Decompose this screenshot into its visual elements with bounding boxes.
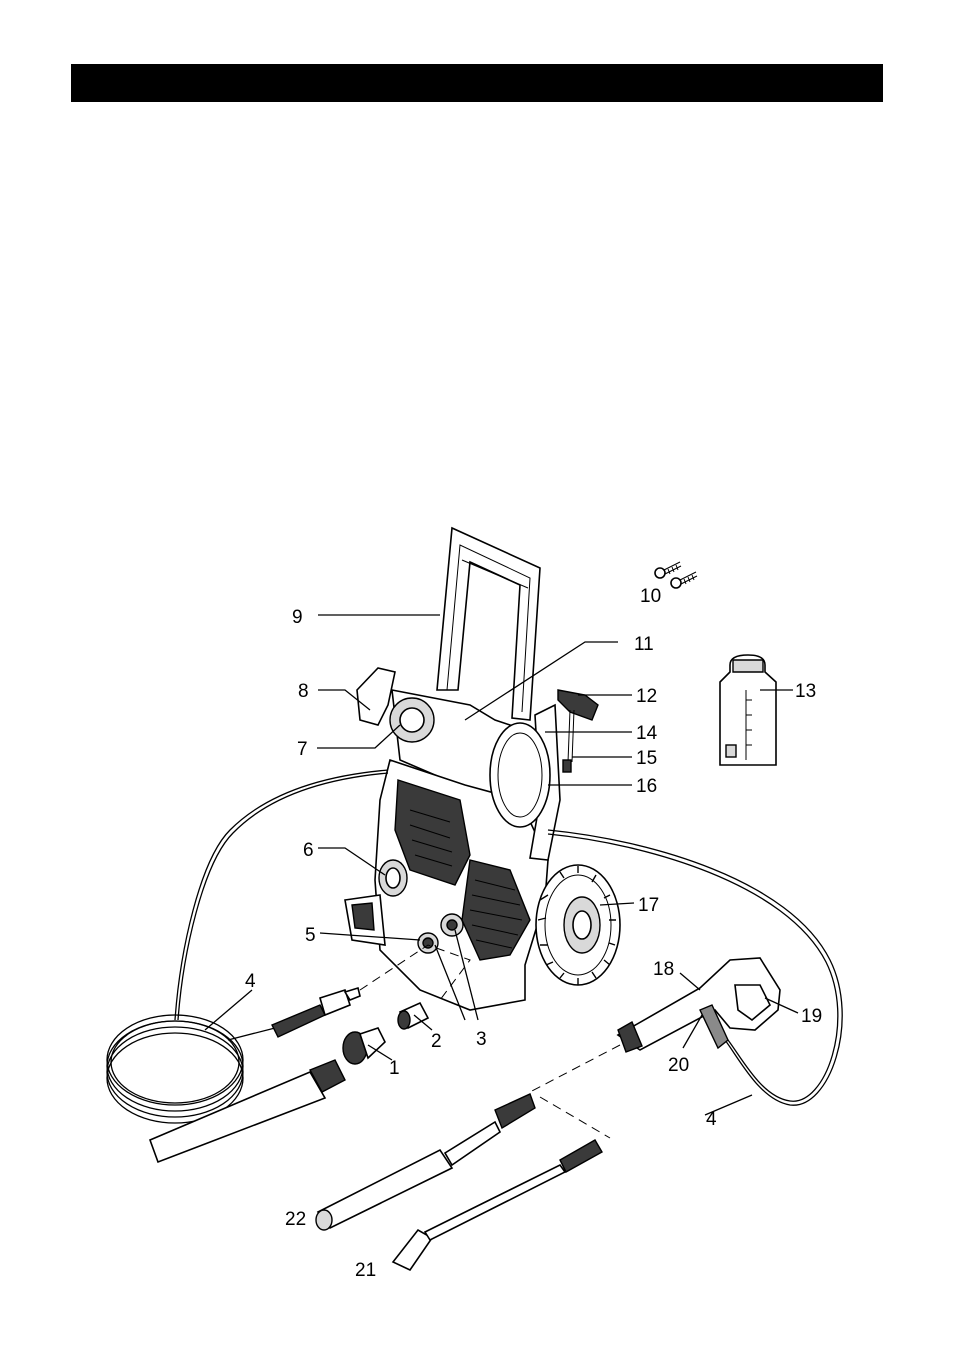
label-14: 14 — [636, 723, 658, 744]
hose-coil-left — [107, 770, 388, 1123]
label-21: 21 — [355, 1260, 376, 1281]
coupling-1 — [343, 1028, 385, 1064]
label-3: 3 — [476, 1029, 487, 1050]
lance-22 — [316, 1094, 535, 1230]
label-4-left: 4 — [245, 971, 256, 992]
label-6: 6 — [303, 840, 314, 861]
adapter-2 — [398, 1003, 428, 1029]
label-18: 18 — [653, 959, 674, 980]
detergent-bottle-13 — [720, 655, 776, 765]
label-12: 12 — [636, 686, 657, 707]
label-17: 17 — [638, 895, 659, 916]
label-4-right: 4 — [706, 1109, 717, 1130]
screws-10 — [655, 562, 697, 588]
label-5: 5 — [305, 925, 316, 946]
label-7: 7 — [297, 739, 308, 760]
label-22: 22 — [285, 1209, 306, 1230]
label-19: 19 — [801, 1006, 822, 1027]
spray-gun — [618, 958, 780, 1052]
label-2: 2 — [431, 1031, 442, 1052]
label-8: 8 — [298, 681, 309, 702]
accessory-holder-12 — [558, 690, 598, 762]
label-11: 11 — [634, 634, 654, 655]
label-10: 10 — [640, 586, 661, 607]
label-1: 1 — [389, 1058, 400, 1079]
label-15: 15 — [636, 748, 657, 769]
nozzle-cleaner-15 — [563, 760, 571, 772]
label-20: 20 — [668, 1055, 689, 1076]
label-16: 16 — [636, 776, 657, 797]
label-13: 13 — [795, 681, 816, 702]
label-9: 9 — [292, 607, 303, 628]
